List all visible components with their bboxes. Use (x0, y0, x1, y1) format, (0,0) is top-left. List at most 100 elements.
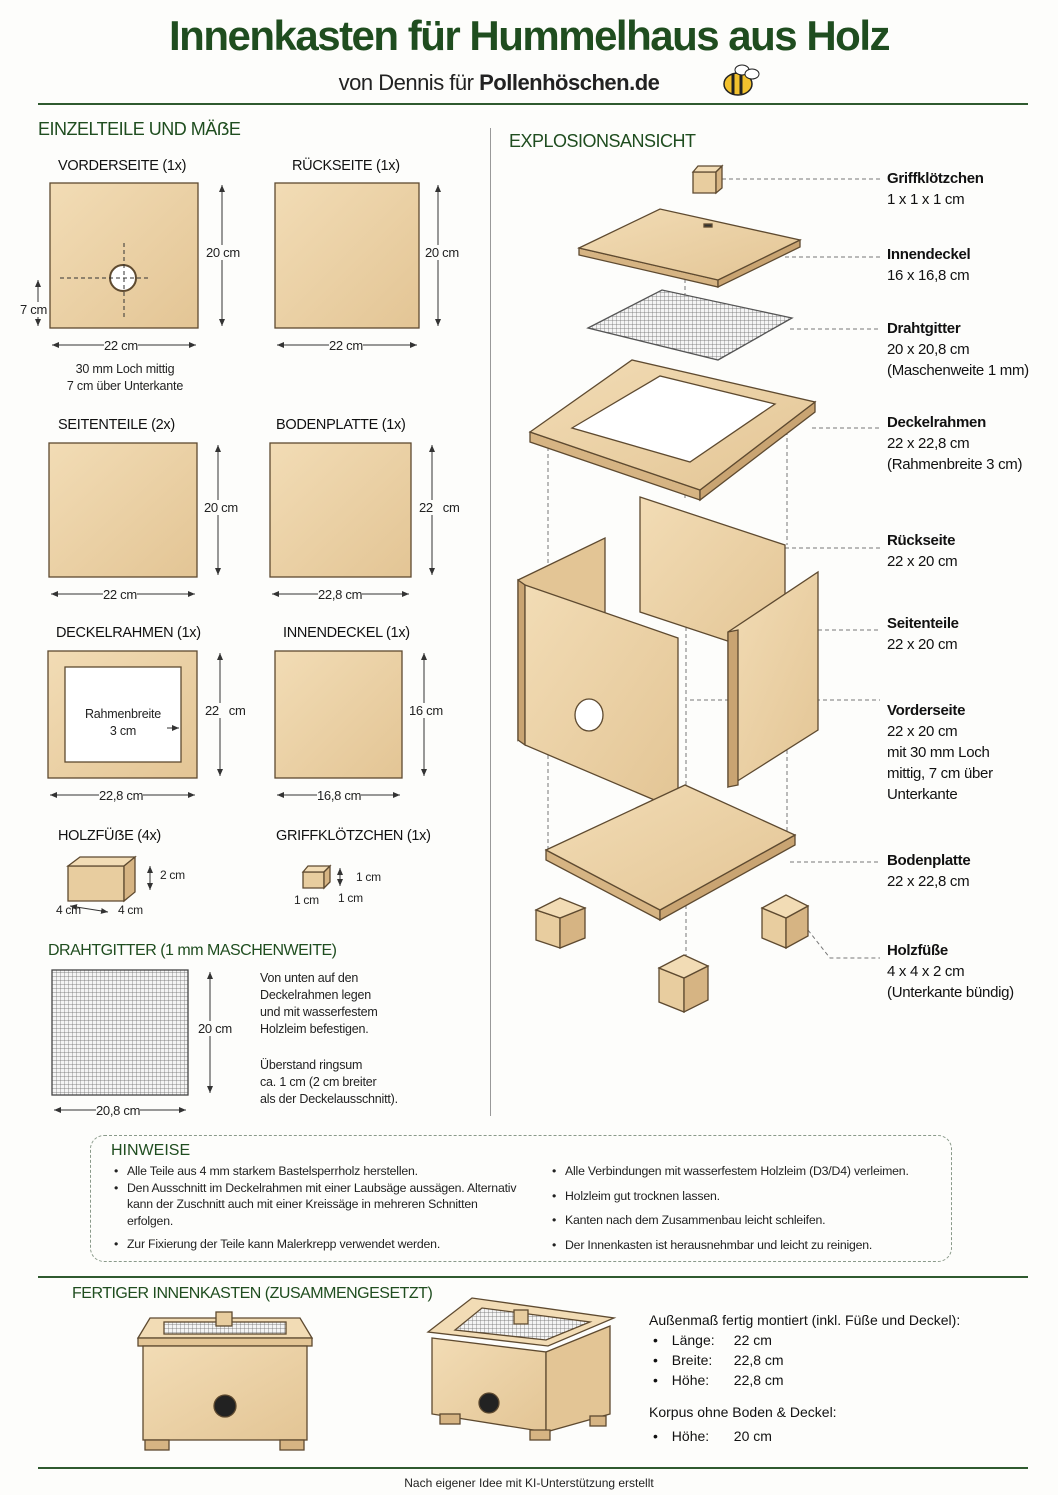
drahtgitter-note-1: Von unten auf den Deckelrahmen legen und… (260, 970, 378, 1038)
header-divider (38, 103, 1028, 105)
hint-item: Alle Teile aus 4 mm starkem Bastelsperrh… (111, 1163, 521, 1180)
label-bodenplatte: BODENPLATTE (1x) (276, 417, 406, 433)
deckelrahmen-inner-note: Rahmenbreite 3 cm (65, 706, 181, 740)
note-line: und mit wasserfestem (260, 1005, 378, 1019)
explosion-label-line: (Unterkante bündig) (887, 984, 1014, 1001)
explosion-label-name: Drahtgitter (887, 320, 961, 337)
dim-fuss-height: 2 cm (160, 868, 185, 882)
drahtgitter-note-2: Überstand ringsum ca. 1 cm (2 cm breiter… (260, 1057, 398, 1108)
hint-item: Kanten nach dem Zusammenbau leicht schle… (549, 1212, 949, 1229)
part-vorderseite (49, 182, 199, 329)
note-line: Rahmenbreite (84, 707, 162, 721)
hints-box: HINWEISE Alle Teile aus 4 mm starkem Bas… (90, 1135, 952, 1262)
dim-griff-h: 1 cm (356, 870, 381, 884)
footer-divider (38, 1467, 1028, 1469)
dim-vorderseite-width: 22 cm (104, 338, 138, 353)
dimension-lines (35, 185, 441, 1113)
label-drahtgitter: DRAHTGITTER (1 mm MASCHENWEITE) (48, 942, 337, 959)
spec-row: • Höhe:22,8 cm (653, 1372, 784, 1388)
note-line: ca. 1 cm (2 cm breiter (260, 1075, 377, 1089)
spec-value: 22 cm (733, 1332, 772, 1348)
explode-fuesse (534, 894, 810, 1014)
label-holzfuesse: HOLZFÜẞE (4x) (58, 828, 161, 844)
body-title: Korpus ohne Boden & Deckel: (649, 1404, 837, 1420)
dim-seitenteile-width: 22 cm (103, 587, 137, 602)
explosion-label-line: 22 x 22,8 cm (887, 435, 970, 452)
note-line: als der Deckelausschnitt). (260, 1092, 398, 1106)
hints-right-list: Alle Verbindungen mit wasserfestem Holzl… (549, 1163, 949, 1253)
spec-row: • Länge:22 cm (653, 1332, 772, 1348)
outer-title: Außenmaß fertig montiert (inkl. Füße und… (649, 1312, 961, 1328)
explosion-label-name: Vorderseite (887, 702, 966, 719)
explode-deckelrahmen (528, 359, 817, 502)
explosion-label-line: (Rahmenbreite 3 cm) (887, 456, 1023, 473)
guide-lines (547, 178, 880, 965)
spec-value: 22,8 cm (733, 1352, 784, 1368)
column-divider (490, 128, 491, 1116)
hints-left-list: Alle Teile aus 4 mm starkem Bastelsperrh… (111, 1163, 521, 1253)
explosion-label-name: Deckelrahmen (887, 414, 986, 431)
note-line: 3 cm (109, 724, 137, 738)
explode-rueckseite (639, 496, 786, 661)
part-seitenteil (48, 442, 198, 578)
explosion-label: Deckelrahmen 22 x 22,8 cm (Rahmenbreite 3 … (887, 412, 1022, 475)
note-line: 30 mm Loch mittig (75, 362, 175, 376)
dim-innendeckel-height: 16 cm (409, 703, 443, 718)
part-drahtgitter (51, 969, 189, 1096)
spec-key: Breite: (671, 1352, 713, 1368)
label-rueckseite: RÜCKSEITE (1x) (292, 158, 400, 174)
dim-deckelrahmen-height: 22 cm (205, 703, 246, 718)
explosion-label-name: Innendeckel (887, 246, 971, 263)
dim-bodenplatte-height: 22 cm (419, 500, 460, 515)
label-vorderseite: VORDERSEITE (1x) (58, 158, 187, 174)
hole-icon (109, 264, 137, 292)
explosion-label-line: 22 x 20 cm (887, 636, 958, 653)
spec-value: 22,8 cm (733, 1372, 784, 1388)
dim-innendeckel-width: 16,8 cm (317, 788, 362, 803)
label-griff: GRIFFKLÖTZCHEN (1x) (276, 828, 431, 844)
part-bodenplatte (269, 442, 412, 578)
note-line: Holzleim befestigen. (260, 1022, 369, 1036)
note-line: Deckelrahmen legen (260, 988, 372, 1002)
label-deckelrahmen: DECKELRAHMEN (1x) (56, 625, 201, 641)
explosion-label-line: 22 x 22,8 cm (887, 873, 970, 890)
dim-bodenplatte-width: 22,8 cm (318, 587, 363, 602)
spec-row: • Breite:22,8 cm (653, 1352, 784, 1368)
explosion-label-line: 4 x 4 x 2 cm (887, 963, 965, 980)
explode-drahtgitter (586, 289, 794, 361)
explode-vorderseite (524, 584, 679, 811)
assembled-front-view (136, 1311, 314, 1451)
explosion-label-line: 22 x 20 cm (887, 553, 958, 570)
explode-seitenteil-links (517, 536, 606, 747)
vorderseite-note: 30 mm Loch mittig 7 cm über Unterkante (50, 361, 200, 395)
explosion-label-line: (Maschenweite 1 mm) (887, 362, 1029, 379)
subtitle-prefix: von Dennis für (338, 70, 474, 95)
exploded-view (517, 164, 819, 1014)
explode-griff (691, 164, 724, 195)
explode-bodenplatte (544, 784, 797, 922)
spec-key: Höhe: (671, 1428, 710, 1444)
note-line: 7 cm über Unterkante (66, 379, 184, 393)
spec-key: Länge: (671, 1332, 715, 1348)
part-holzfuss (66, 855, 137, 903)
explosion-label-line: mittig, 7 cm über (887, 765, 993, 782)
dim-fuss-w1: 4 cm (56, 903, 81, 917)
dim-rueckseite-width: 22 cm (329, 338, 363, 353)
note-line: Von unten auf den (260, 971, 359, 985)
page-title: Innenkasten für Hummelhaus aus Holz (169, 12, 891, 59)
hints-heading: HINWEISE (111, 1142, 191, 1159)
dim-vorderseite-height: 20 cm (206, 245, 240, 260)
explosion-label: Holzfüße 4 x 4 x 2 cm (Unterkante bündig) (887, 940, 1014, 1003)
explosion-label-name: Holzfüße (887, 942, 948, 959)
section-divider (38, 1276, 1028, 1278)
explosion-heading: EXPLOSIONSANSICHT (509, 131, 696, 151)
dim-griff-w2: 1 cm (338, 891, 363, 905)
dim-fuss-w2: 4 cm (118, 903, 143, 917)
note-line: Überstand ringsum (260, 1058, 363, 1072)
dim-hole-offset: 7 cm (20, 302, 47, 317)
assembled-iso-view (426, 1297, 617, 1441)
